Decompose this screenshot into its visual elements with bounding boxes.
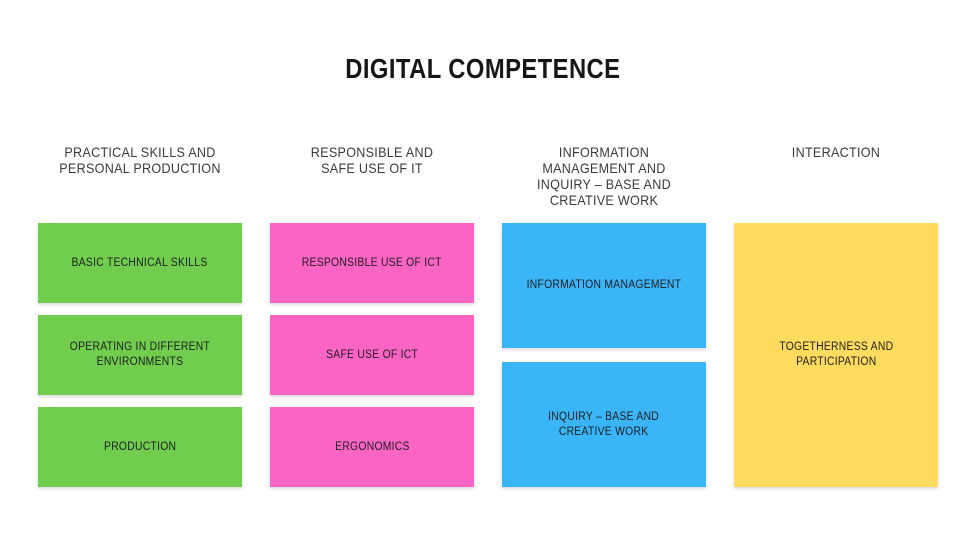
column-header-text: PRACTICAL SKILLS AND PERSONAL PRODUCTION (59, 144, 221, 176)
column-header-text: INTERACTION (791, 144, 881, 160)
column-header-interaction: INTERACTION (734, 144, 938, 223)
page-title: DIGITAL COMPETENCE (0, 55, 966, 83)
column-header-responsible-safe-use: RESPONSIBLE AND SAFE USE OF IT (270, 144, 474, 223)
box-label: PRODUCTION (103, 440, 177, 453)
box-responsible-use-of-ict: RESPONSIBLE USE OF ICT (270, 223, 474, 303)
column-header-practical-skills: PRACTICAL SKILLS AND PERSONAL PRODUCTION (38, 144, 242, 223)
box-label: TOGETHERNESS AND PARTICIPATION (779, 341, 893, 368)
box-label: ERGONOMICS (334, 440, 410, 453)
box-label: RESPONSIBLE USE OF ICT (302, 256, 442, 269)
column-interaction: INTERACTION TOGETHERNESS AND PARTICIPATI… (734, 144, 938, 487)
box-inquiry-base-and-creative-work: INQUIRY – BASE AND CREATIVE WORK (502, 362, 706, 487)
box-label: INQUIRY – BASE AND CREATIVE WORK (548, 410, 660, 438)
box-label: BASIC TECHNICAL SKILLS (72, 256, 208, 269)
column-header-text: INFORMATION MANAGEMENT AND INQUIRY – BAS… (537, 144, 671, 208)
page-title-text: DIGITAL COMPETENCE (345, 53, 621, 84)
box-label: OPERATING IN DIFFERENT ENVIRONMENTS (69, 341, 211, 368)
box-production: PRODUCTION (38, 407, 242, 487)
column-practical-skills: PRACTICAL SKILLS AND PERSONAL PRODUCTION… (38, 144, 242, 487)
column-header-information-management-inquiry: INFORMATION MANAGEMENT AND INQUIRY – BAS… (502, 144, 706, 223)
box-basic-technical-skills: BASIC TECHNICAL SKILLS (38, 223, 242, 303)
box-label: INFORMATION MANAGEMENT (526, 279, 682, 291)
columns-container: PRACTICAL SKILLS AND PERSONAL PRODUCTION… (38, 144, 938, 487)
column-information-management-inquiry: INFORMATION MANAGEMENT AND INQUIRY – BAS… (502, 144, 706, 487)
box-label: SAFE USE OF ICT (325, 348, 419, 361)
box-ergonomics: ERGONOMICS (270, 407, 474, 487)
box-togetherness-and-participation: TOGETHERNESS AND PARTICIPATION (734, 223, 938, 487)
box-safe-use-of-ict: SAFE USE OF ICT (270, 315, 474, 395)
column-responsible-safe-use: RESPONSIBLE AND SAFE USE OF IT RESPONSIB… (270, 144, 474, 487)
box-operating-in-different-environments: OPERATING IN DIFFERENT ENVIRONMENTS (38, 315, 242, 395)
column-header-text: RESPONSIBLE AND SAFE USE OF IT (310, 144, 434, 176)
box-information-management: INFORMATION MANAGEMENT (502, 223, 706, 348)
